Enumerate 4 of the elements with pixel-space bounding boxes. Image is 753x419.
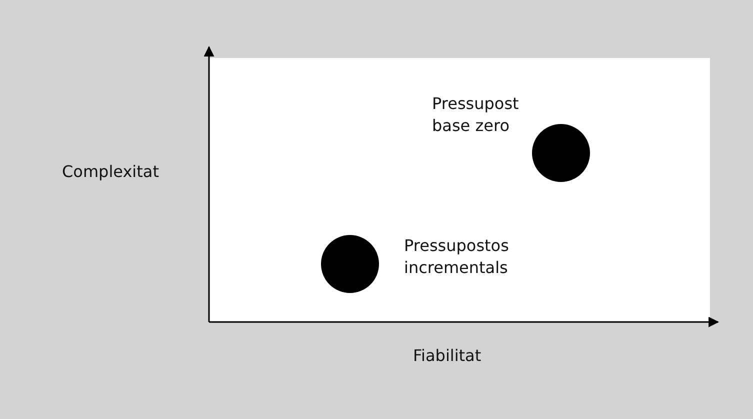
y-axis-title: Complexitat — [62, 161, 159, 183]
point-label: Pressupostos incrementals — [404, 235, 510, 279]
x-axis-title: Fiabilitat — [413, 345, 482, 367]
point-label: Pressupost base zero — [432, 93, 520, 137]
